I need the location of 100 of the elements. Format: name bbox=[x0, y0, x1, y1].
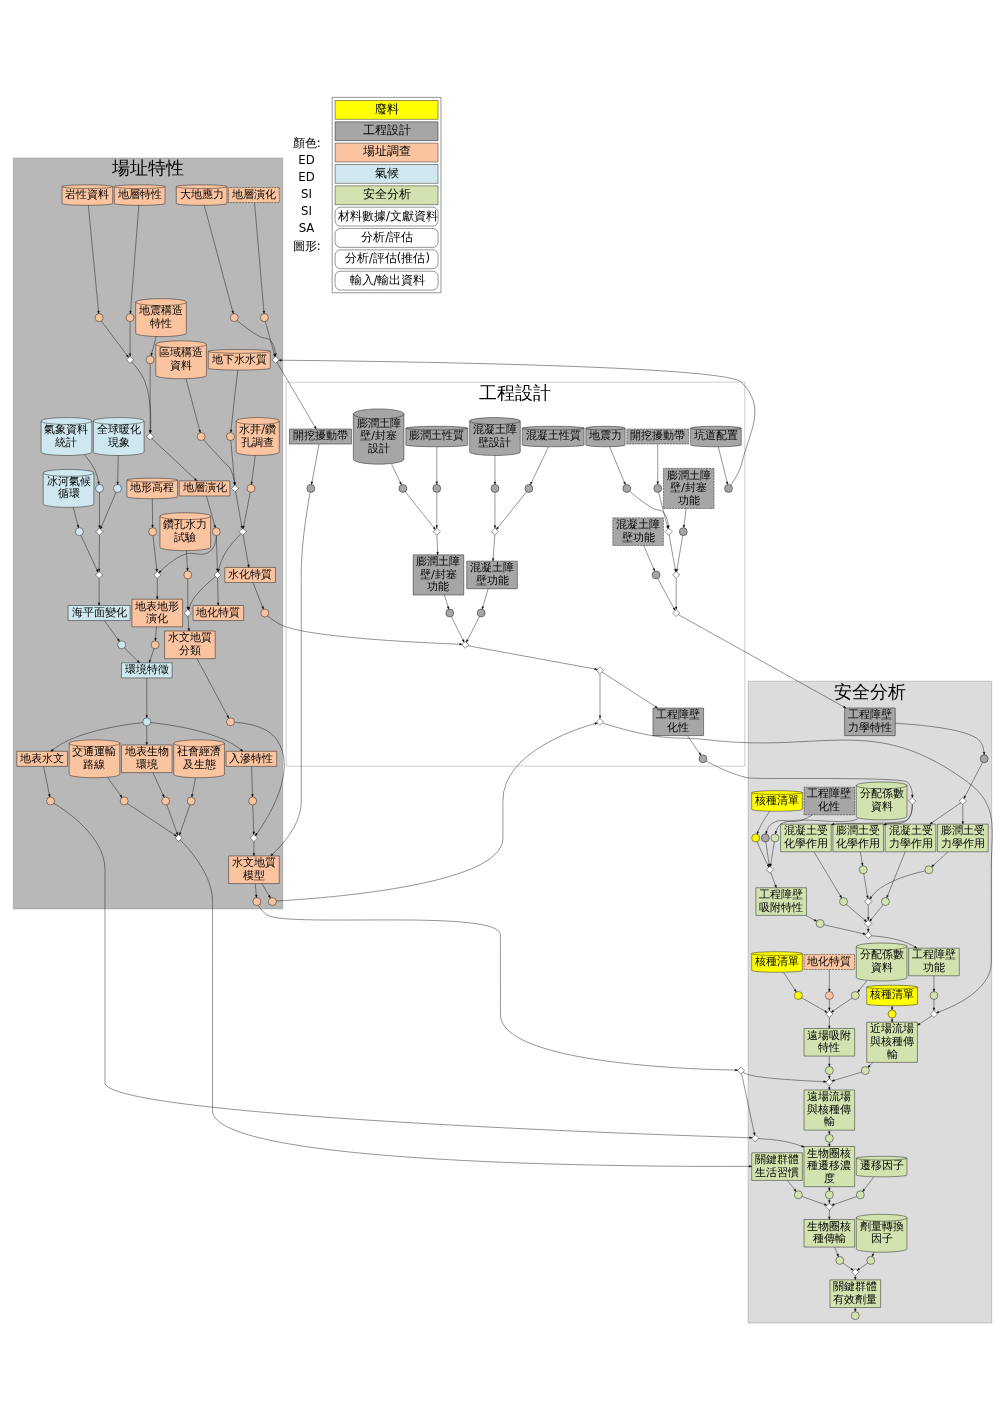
label: 圖形: bbox=[292, 238, 321, 253]
arrow bbox=[929, 802, 962, 825]
arrow bbox=[186, 578, 189, 610]
arrow bbox=[196, 658, 229, 719]
label: SI bbox=[301, 204, 312, 219]
arrow bbox=[932, 999, 936, 1011]
arrow bbox=[891, 1017, 894, 1023]
arrow bbox=[166, 804, 178, 836]
arrow bbox=[758, 1138, 805, 1148]
arrow bbox=[391, 464, 402, 485]
arrow bbox=[188, 576, 216, 611]
arrow bbox=[254, 202, 265, 314]
arrow bbox=[828, 1198, 831, 1204]
node-box: 工程障壁化性 bbox=[803, 786, 855, 815]
arrow bbox=[405, 491, 436, 530]
arrow bbox=[276, 362, 317, 430]
arrow bbox=[828, 1017, 831, 1029]
arrow bbox=[250, 455, 256, 485]
arrow bbox=[823, 924, 866, 935]
arrow bbox=[492, 534, 495, 562]
arrow bbox=[436, 534, 439, 555]
arrow bbox=[656, 443, 659, 485]
node-box: 地表地形演化 bbox=[131, 599, 183, 628]
arrow bbox=[234, 722, 285, 836]
node-box: 地化特質 bbox=[803, 954, 855, 970]
arrow bbox=[145, 677, 148, 718]
arrow bbox=[204, 205, 234, 314]
arrow bbox=[932, 975, 936, 992]
arrow bbox=[435, 492, 438, 529]
node-circle bbox=[653, 484, 662, 493]
arrow bbox=[88, 205, 100, 314]
arrow bbox=[276, 722, 598, 902]
arrow bbox=[50, 722, 143, 752]
arrow bbox=[675, 578, 678, 610]
arrow bbox=[186, 550, 189, 572]
arrow bbox=[828, 1056, 831, 1067]
arrow bbox=[862, 1176, 875, 1192]
node-circle bbox=[825, 991, 834, 1000]
arrow bbox=[435, 446, 438, 485]
arrow bbox=[265, 321, 276, 358]
arrow bbox=[154, 626, 157, 642]
arrow bbox=[251, 766, 254, 798]
node-circle bbox=[679, 527, 688, 536]
arrow bbox=[156, 578, 159, 600]
arrow bbox=[602, 722, 993, 1014]
node-circle bbox=[246, 484, 256, 493]
arrow bbox=[84, 454, 100, 485]
arrow bbox=[831, 1196, 857, 1206]
arrow bbox=[179, 804, 191, 836]
node-circle bbox=[197, 432, 206, 441]
arrow bbox=[891, 1005, 894, 1011]
arrow bbox=[869, 904, 884, 922]
node-circle bbox=[622, 484, 631, 493]
node-box: 近場流場與核種傳輸 bbox=[866, 1022, 918, 1063]
arrow bbox=[496, 491, 527, 530]
arrow bbox=[217, 578, 220, 606]
arrow bbox=[80, 535, 99, 573]
node-circle bbox=[929, 991, 939, 1000]
arrow bbox=[609, 446, 626, 485]
arrow bbox=[863, 873, 869, 899]
node-box: 混凝土障壁功能 bbox=[612, 517, 664, 546]
arrow bbox=[765, 841, 771, 867]
node-box: 遠場吸附特性 bbox=[803, 1028, 855, 1057]
legend-label: 輸入/輸出資料 bbox=[349, 272, 426, 287]
arrow bbox=[886, 851, 906, 899]
arrow bbox=[151, 498, 154, 528]
arrow bbox=[675, 535, 683, 573]
arrow bbox=[842, 1262, 854, 1271]
arrow bbox=[805, 915, 817, 922]
arrow bbox=[180, 839, 752, 1168]
arrow bbox=[98, 535, 101, 572]
arrow bbox=[787, 1180, 797, 1192]
arrow bbox=[857, 980, 867, 993]
arrow bbox=[124, 647, 140, 663]
arrow bbox=[451, 616, 465, 643]
node-circle bbox=[226, 432, 235, 441]
node-circle bbox=[490, 484, 500, 493]
arrow bbox=[756, 841, 770, 868]
arrow bbox=[107, 777, 123, 798]
legend-label: 工程設計 bbox=[363, 123, 412, 138]
arrow bbox=[801, 997, 828, 1013]
arrow bbox=[961, 804, 964, 825]
arrow bbox=[931, 851, 949, 868]
arrow bbox=[867, 905, 870, 921]
arrow bbox=[101, 320, 129, 358]
label: SA bbox=[298, 221, 315, 236]
arrow bbox=[150, 722, 244, 752]
arrow bbox=[706, 760, 914, 798]
arrow bbox=[131, 361, 152, 434]
arrow bbox=[643, 545, 655, 572]
arrow bbox=[963, 762, 983, 799]
label: ED bbox=[298, 152, 315, 167]
arrow bbox=[530, 446, 549, 485]
arrow bbox=[236, 320, 277, 357]
arrow bbox=[687, 735, 702, 756]
arrow bbox=[152, 772, 165, 798]
arrow bbox=[258, 905, 739, 1072]
arrow bbox=[235, 491, 243, 529]
arrow bbox=[252, 841, 255, 857]
arrow bbox=[831, 804, 913, 826]
